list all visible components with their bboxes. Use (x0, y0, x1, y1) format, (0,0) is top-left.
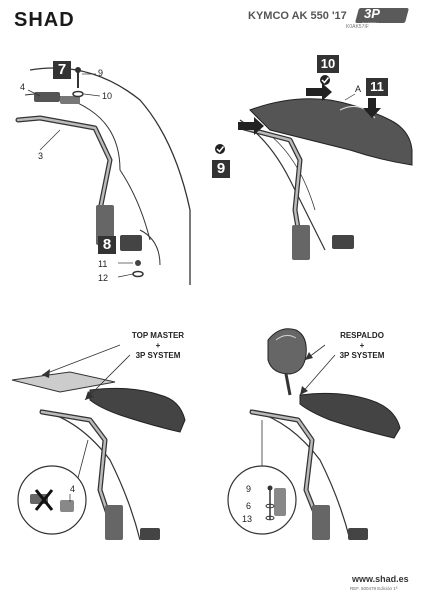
callout-11: 11 (98, 259, 108, 269)
callout-4-detail: 4 (70, 484, 76, 494)
3p-badge-label: 3P (364, 6, 380, 21)
respaldo-line2: + (359, 341, 365, 350)
top-master-line2: + (155, 341, 161, 350)
3p-badge-sub: SYSTEM (362, 21, 379, 26)
footer-url: www.shad.es (352, 574, 409, 584)
footer-ref: REF. 500479 Edición 1ª (350, 586, 398, 591)
callout-4: 4 (20, 82, 26, 92)
callout-9: 9 (98, 68, 104, 78)
product-code: K0AK57IF (346, 24, 369, 30)
callout-6-detail: 6 (246, 501, 252, 511)
top-master-line1: TOP MASTER (131, 331, 185, 340)
step-9-marker: 9 (212, 160, 230, 178)
model-title: KYMCO AK 550 '17 (248, 10, 347, 22)
top-master-title: TOP MASTER + 3P SYSTEM (118, 331, 198, 361)
step-11-marker: 11 (366, 78, 388, 96)
step-10-marker: 10 (317, 55, 339, 73)
callout-A: A (355, 84, 362, 94)
brand-logo: SHAD (14, 9, 75, 31)
callout-3: 3 (38, 151, 44, 161)
callout-10: 10 (102, 91, 113, 101)
step-8-marker: 8 (98, 236, 116, 254)
callout-12: 12 (98, 273, 109, 283)
callout-13-detail: 13 (242, 514, 253, 524)
respaldo-line3: 3P SYSTEM (339, 351, 385, 360)
callout-9-detail: 9 (246, 484, 252, 494)
top-master-line3: 3P SYSTEM (135, 351, 181, 360)
step-7-marker: 7 (53, 61, 71, 79)
respaldo-line1: RESPALDO (340, 331, 384, 340)
respaldo-title: RESPALDO + 3P SYSTEM (322, 331, 402, 361)
